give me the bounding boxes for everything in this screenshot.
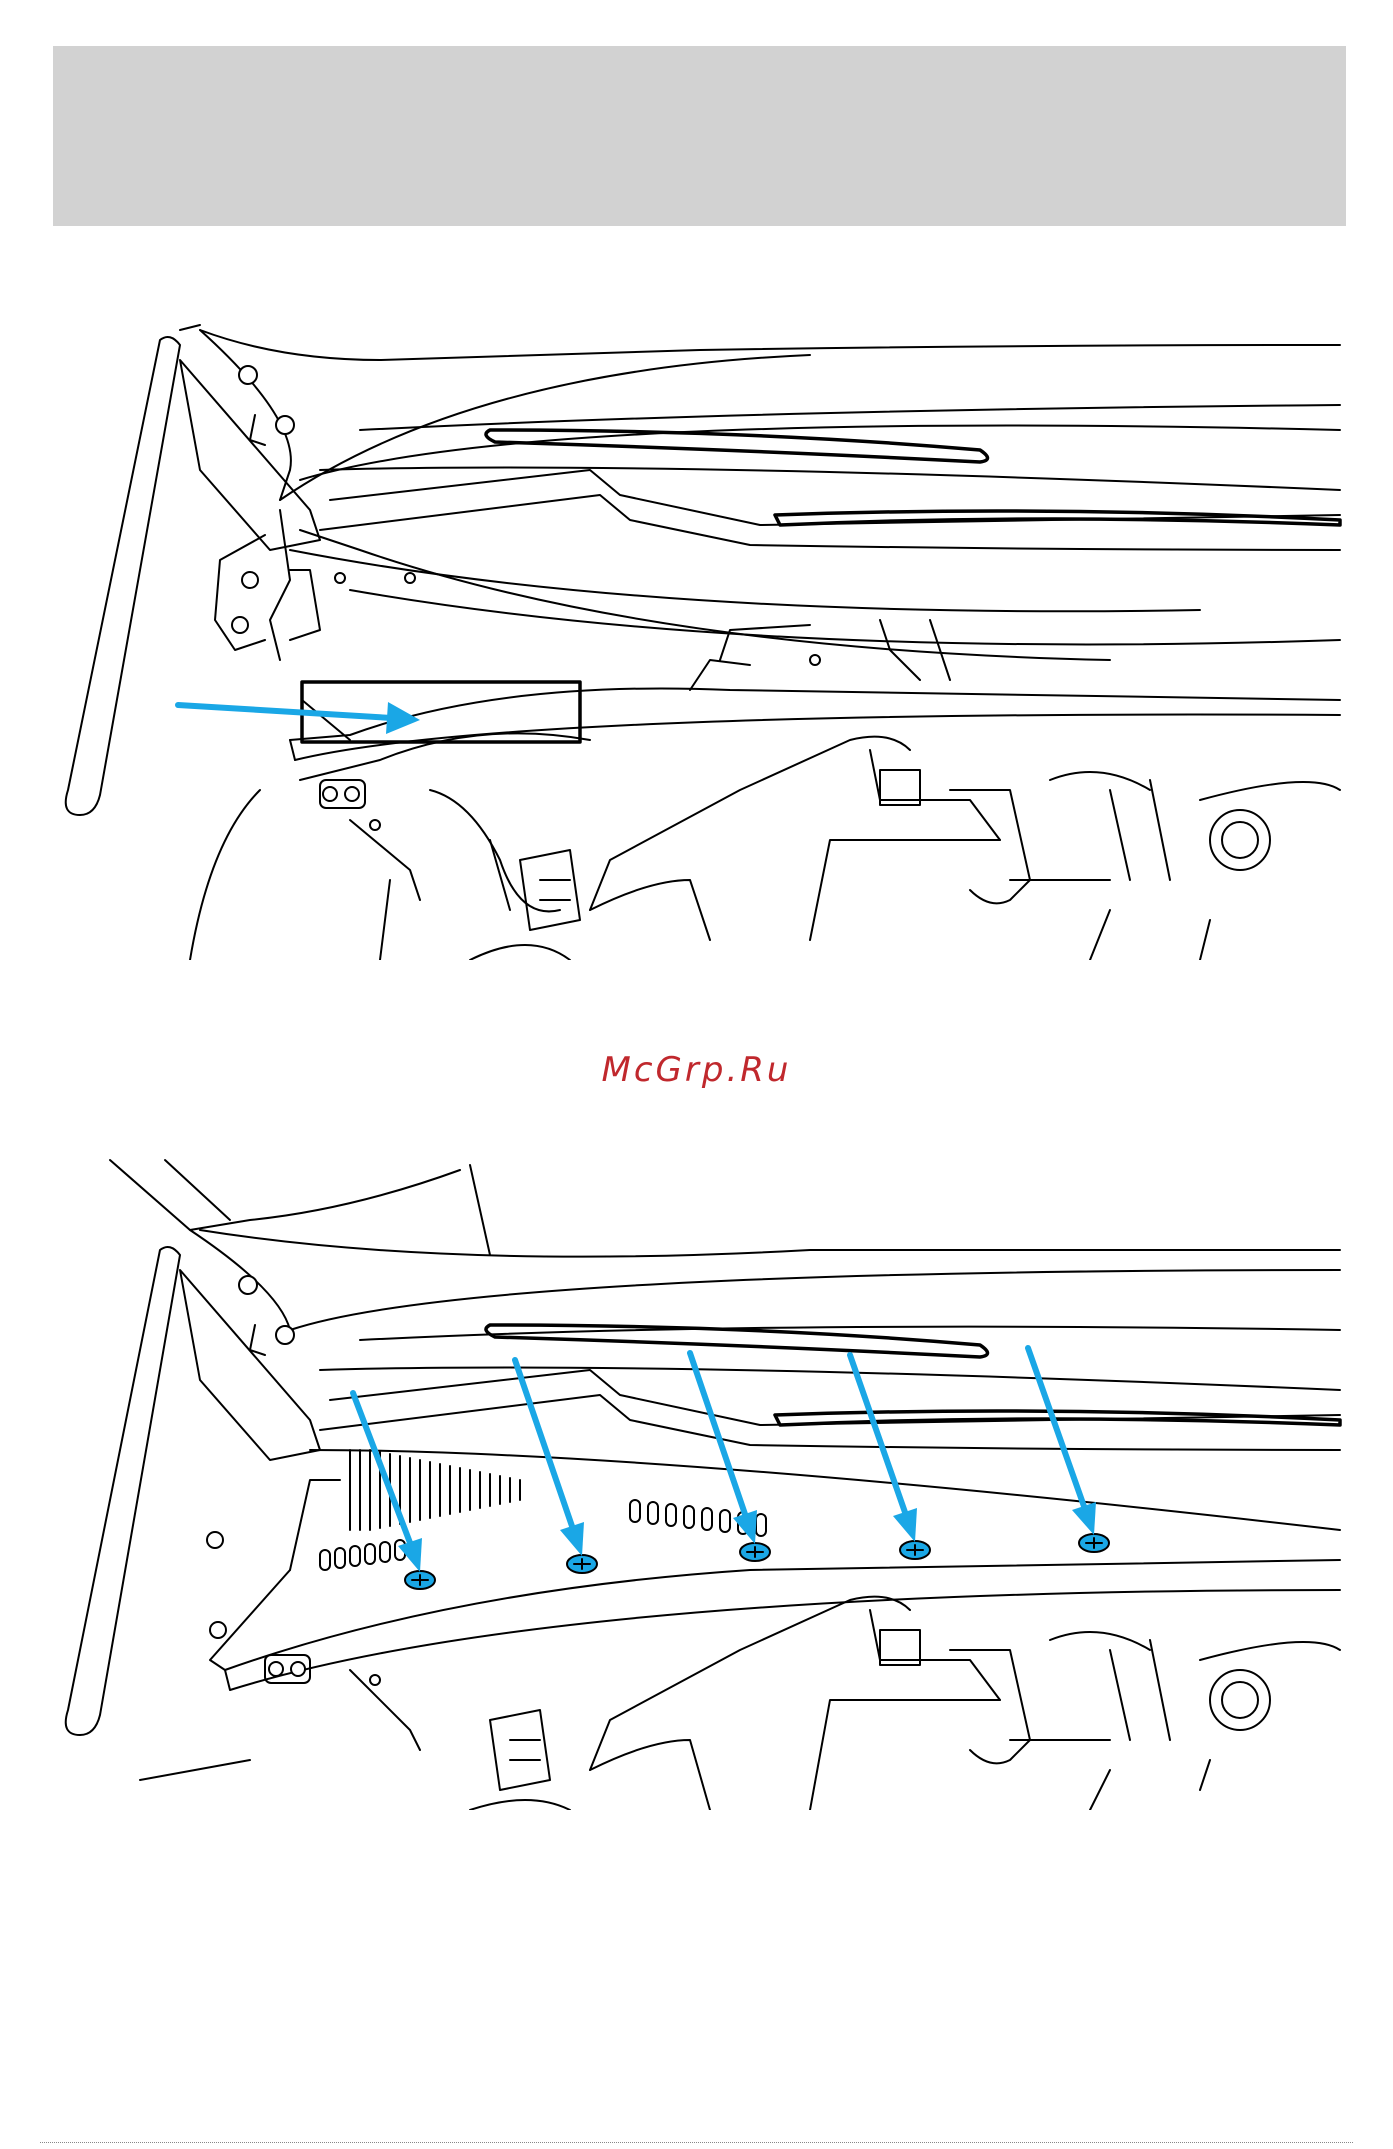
arrow-icon (690, 1353, 757, 1544)
screw-icon (900, 1541, 930, 1559)
cowl-louvers (350, 1450, 520, 1530)
engine-bay-illustration-2 (50, 1150, 1350, 1810)
engine-bay-illustration-1 (50, 320, 1350, 960)
arrow-icon (1028, 1348, 1096, 1535)
figure-cowl-screws (50, 1150, 1350, 1810)
watermark: McGrp.Ru (0, 1050, 1393, 1090)
arrow-icon (353, 1393, 422, 1572)
arrow-icon (850, 1355, 917, 1542)
footer-rule (40, 2142, 1353, 2143)
cowl-slots (320, 1500, 766, 1570)
screw-icon (740, 1543, 770, 1561)
hinge-hole (239, 366, 257, 384)
figure-cowl-filter (50, 320, 1350, 960)
screw-icon (405, 1571, 435, 1589)
arrow-icon (178, 702, 420, 734)
header-band (53, 46, 1346, 226)
screw-icon (1079, 1534, 1109, 1552)
screw-icon (567, 1555, 597, 1573)
